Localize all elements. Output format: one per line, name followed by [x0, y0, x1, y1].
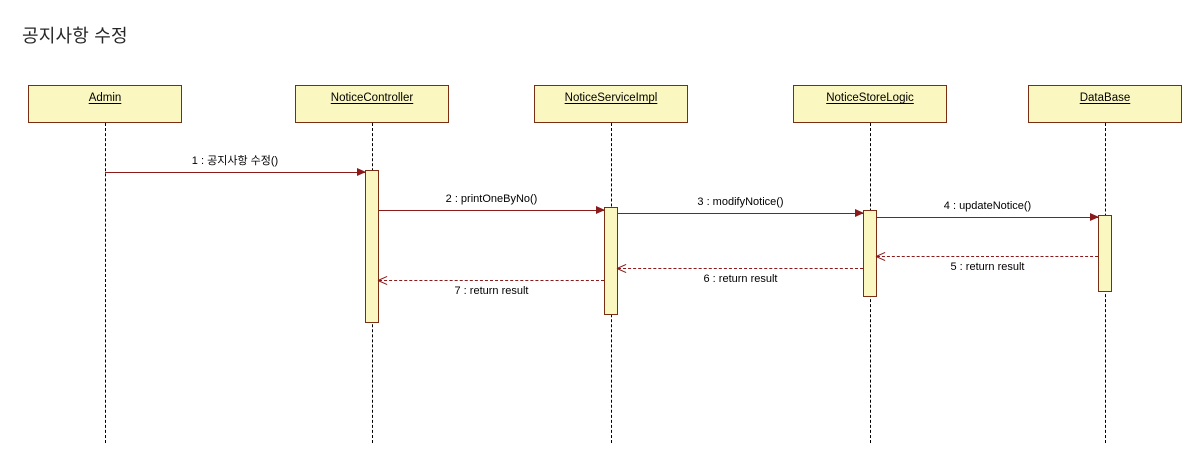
- message-label-7: 7 : return result: [454, 285, 529, 297]
- message-label-2: 2 : printOneByNo(): [445, 193, 538, 205]
- message-line-5: [877, 256, 1098, 257]
- open-arrowhead-icon: [876, 251, 886, 261]
- open-arrowhead-icon: [617, 263, 627, 273]
- message-line-1: [105, 172, 365, 173]
- participant-box-service[interactable]: NoticeServiceImpl: [534, 85, 688, 123]
- message-label-6: 6 : return result: [703, 273, 778, 285]
- participant-label-controller: NoticeController: [330, 92, 414, 104]
- participant-box-store[interactable]: NoticeStoreLogic: [793, 85, 947, 123]
- message-label-5: 5 : return result: [950, 261, 1025, 273]
- message-label-3: 3 : modifyNotice(): [697, 196, 784, 208]
- filled-arrowhead-icon: [357, 168, 366, 176]
- message-line-4: [877, 217, 1098, 218]
- participant-label-admin: Admin: [88, 92, 122, 104]
- participant-label-store: NoticeStoreLogic: [826, 92, 914, 104]
- message-line-7: [379, 280, 604, 281]
- message-line-6: [618, 268, 863, 269]
- open-arrowhead-icon: [378, 275, 388, 285]
- participant-box-admin[interactable]: Admin: [28, 85, 182, 123]
- participant-box-controller[interactable]: NoticeController: [295, 85, 449, 123]
- participant-label-database: DataBase: [1079, 92, 1131, 104]
- lifeline-dash-admin: [105, 123, 106, 443]
- activation-bar-controller: [365, 170, 379, 323]
- filled-arrowhead-icon: [596, 206, 605, 214]
- participant-box-database[interactable]: DataBase: [1028, 85, 1182, 123]
- message-line-3: [618, 213, 863, 214]
- page-title: 공지사항 수정: [22, 26, 128, 46]
- message-line-2: [379, 210, 604, 211]
- participant-label-service: NoticeServiceImpl: [564, 92, 658, 104]
- filled-arrowhead-icon: [855, 209, 864, 217]
- filled-arrowhead-icon: [1090, 213, 1099, 221]
- activation-bar-service: [604, 207, 618, 315]
- activation-bar-database: [1098, 215, 1112, 292]
- message-label-1: 1 : 공지사항 수정(): [191, 155, 279, 167]
- message-label-4: 4 : updateNotice(): [943, 200, 1032, 212]
- activation-bar-store: [863, 210, 877, 297]
